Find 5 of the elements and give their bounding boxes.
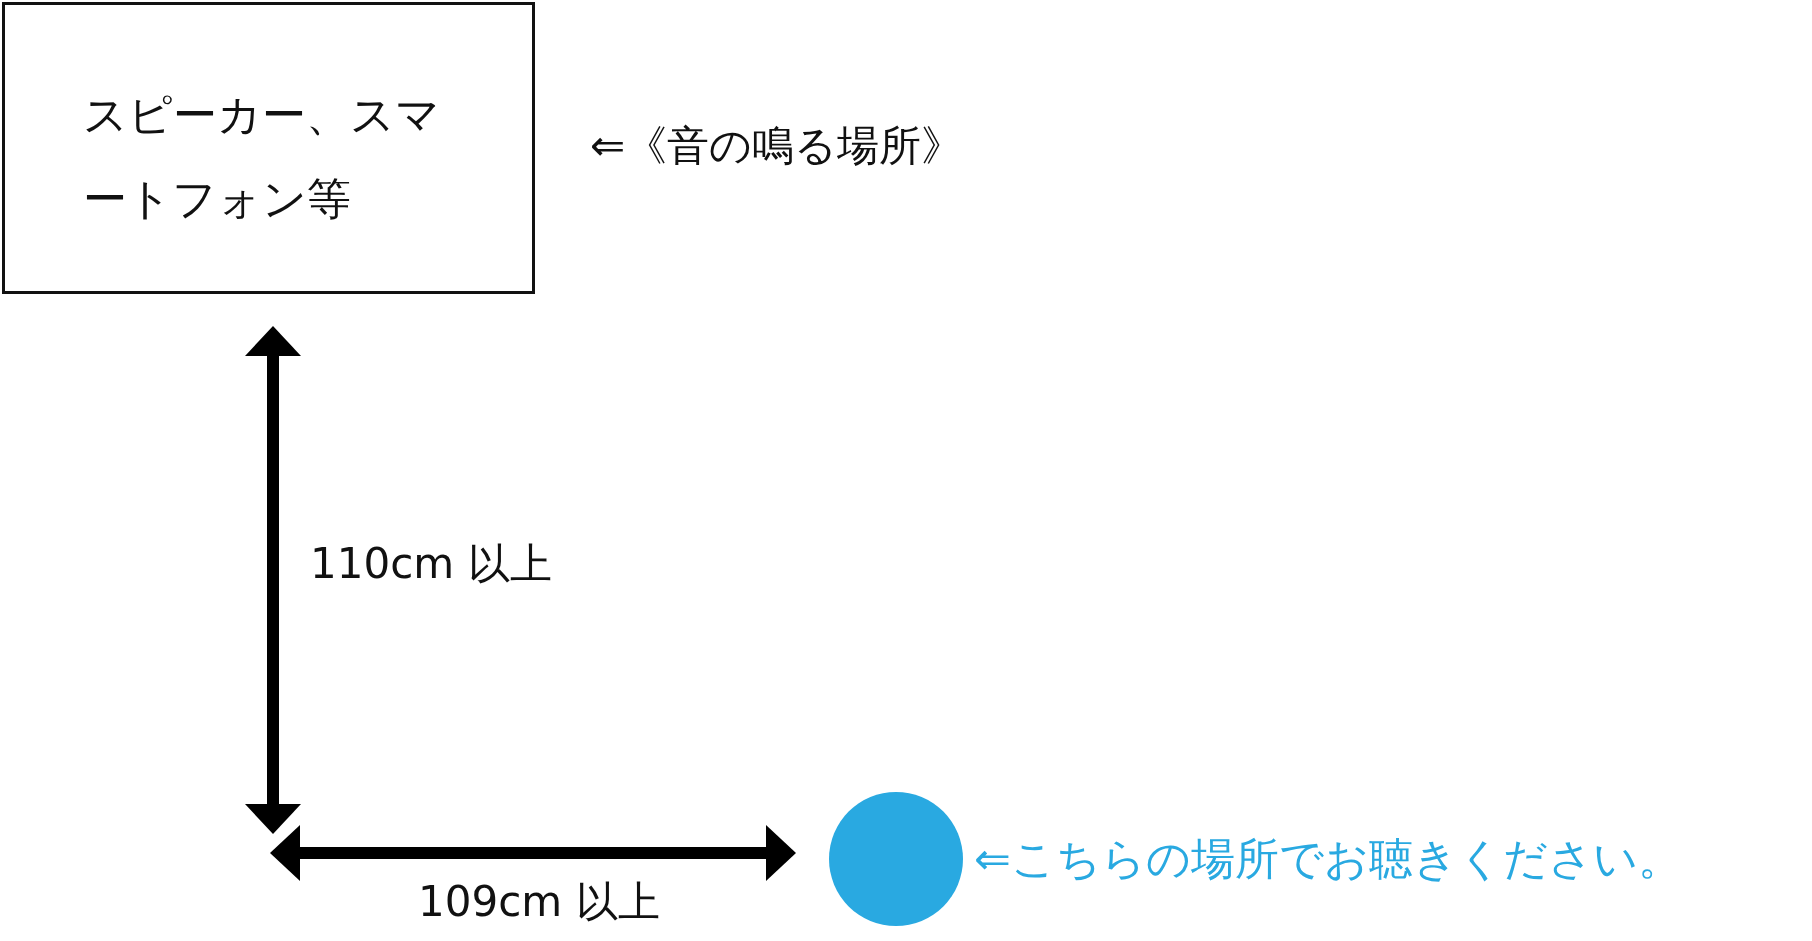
box-label: スピーカー、スマートフォン等	[83, 88, 441, 226]
dimension-label: 109cm 以上	[418, 876, 660, 928]
instruction-note: ⇐こちらの場所でお聴きください。	[974, 832, 1682, 886]
dimension-label: 110cm 以上	[310, 538, 552, 590]
place-note: ⇐《音の鳴る場所》	[590, 120, 964, 172]
